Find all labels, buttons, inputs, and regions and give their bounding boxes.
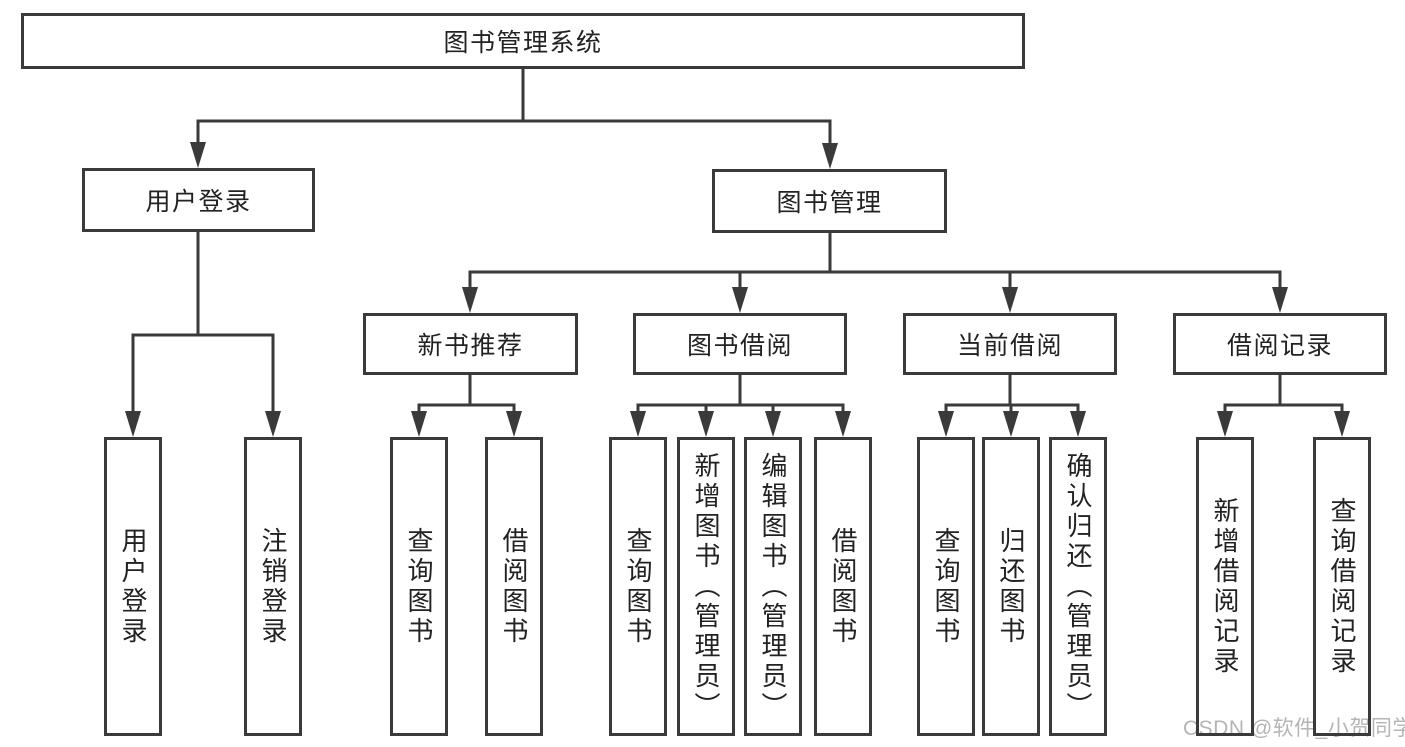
leaf-add-book-admin: 新增图书（管理员） (677, 437, 735, 736)
leaf-edit-book-admin: 编辑图书（管理员） (744, 437, 802, 736)
leaf-query-books-current: 查询图书 (917, 437, 975, 736)
leaf-confirm-return-admin: 确认归还（管理员） (1049, 437, 1107, 736)
leaf-query-books-recommend: 查询图书 (390, 437, 448, 736)
leaf-borrow-books-recommend: 借阅图书 (485, 437, 543, 736)
node-user-login: 用户登录 (82, 168, 315, 232)
node-book-borrow: 图书借阅 (633, 313, 847, 375)
leaf-user-login: 用户登录 (104, 437, 162, 736)
node-book-management: 图书管理 (712, 169, 947, 233)
node-new-book-recommend: 新书推荐 (363, 313, 578, 375)
watermark-text: CSDN @软件_小贺同学 (1183, 717, 1405, 740)
leaf-add-borrow-record: 新增借阅记录 (1196, 437, 1254, 736)
leaf-borrow-books: 借阅图书 (814, 437, 872, 736)
node-current-borrow: 当前借阅 (903, 313, 1117, 375)
leaf-query-books-borrow: 查询图书 (609, 437, 667, 736)
leaf-return-book: 归还图书 (982, 437, 1040, 736)
leaf-query-borrow-record: 查询借阅记录 (1313, 437, 1371, 736)
node-borrow-records: 借阅记录 (1173, 313, 1387, 375)
leaf-logout: 注销登录 (244, 437, 302, 736)
node-root: 图书管理系统 (21, 13, 1025, 69)
